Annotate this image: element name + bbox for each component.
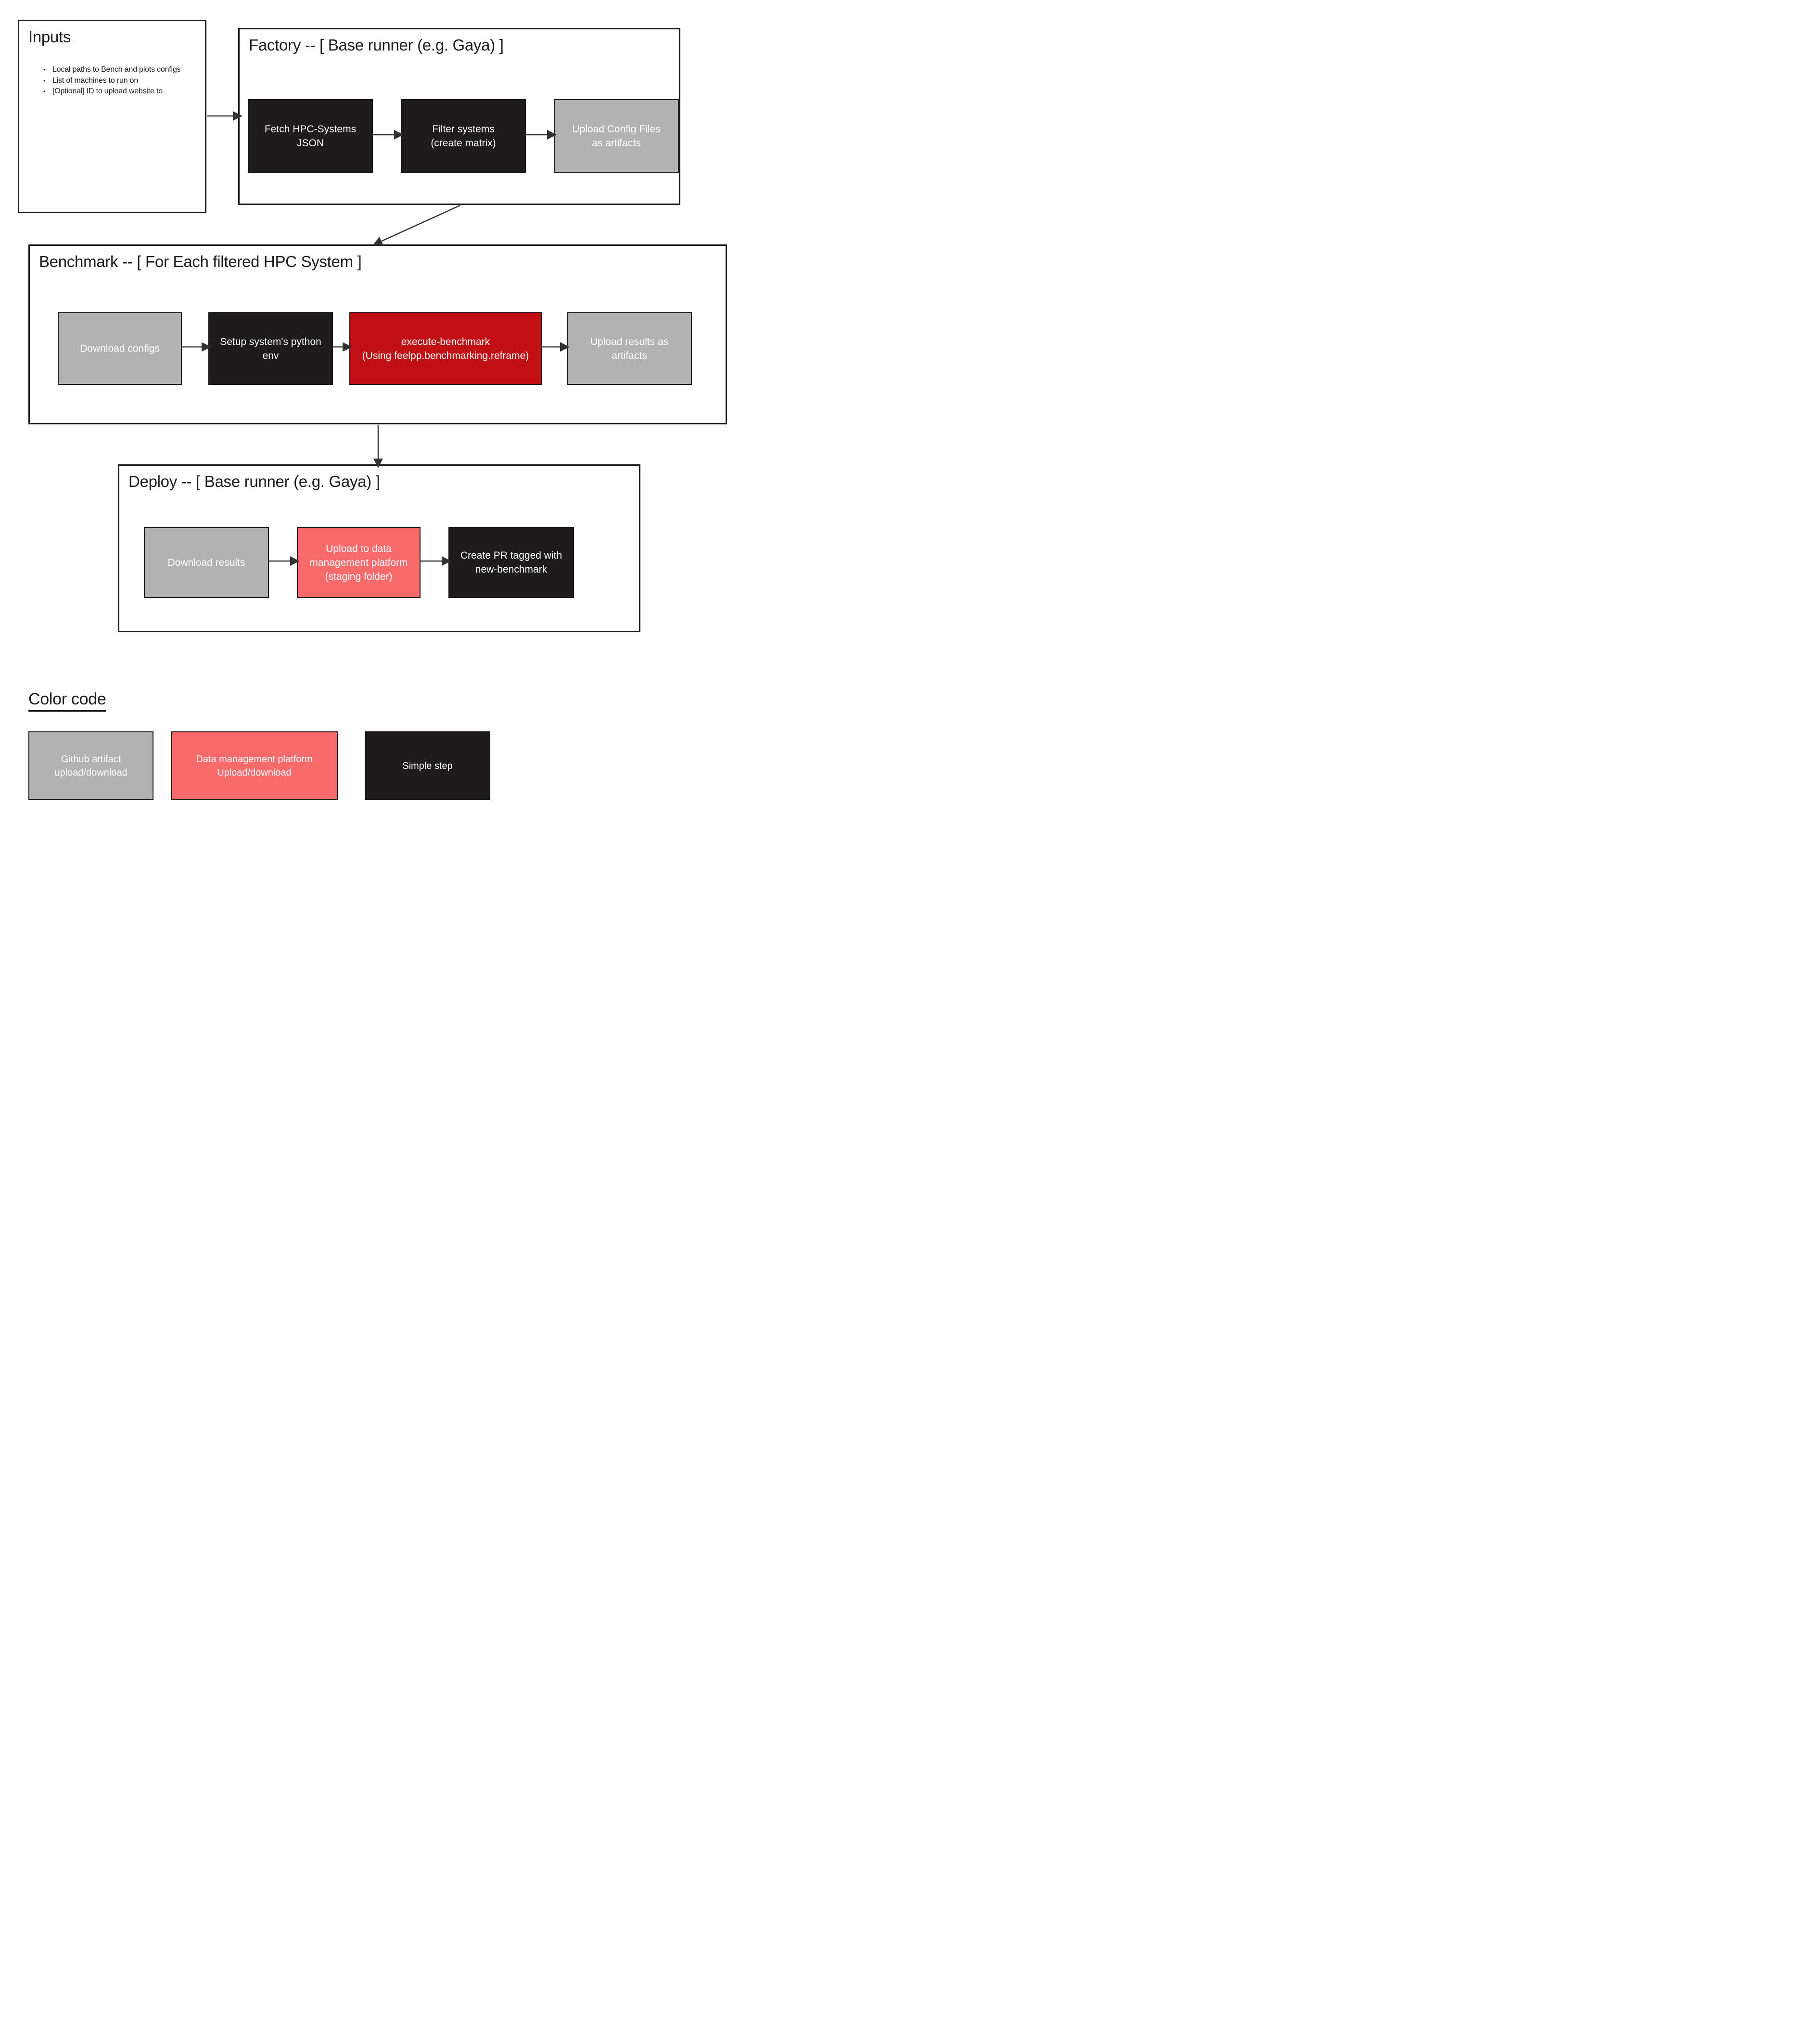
step-upload-config-files: Upload Config Files as artifacts — [554, 99, 679, 173]
deploy-section: Deploy -- [ Base runner (e.g. Gaya) ] Do… — [118, 464, 640, 632]
step-upload-results: Upload results as artifacts — [567, 312, 692, 385]
step-fetch-hpc-systems-json: Fetch HPC-Systems JSON — [248, 99, 373, 173]
benchmark-title: Benchmark -- [ For Each filtered HPC Sys… — [39, 253, 362, 270]
deploy-title: Deploy -- [ Base runner (e.g. Gaya) ] — [128, 473, 380, 490]
legend-simple-step: Simple step — [365, 731, 490, 800]
factory-section: Factory -- [ Base runner (e.g. Gaya) ] F… — [238, 28, 680, 205]
inputs-bullet: Local paths to Bench and plots configs — [43, 64, 181, 76]
step-upload-data-management-platform: Upload to data management platform (stag… — [297, 527, 421, 598]
color-code-heading: Color code — [28, 690, 106, 712]
inputs-section: Inputs Local paths to Bench and plots co… — [18, 20, 206, 213]
step-download-configs: Download configs — [58, 312, 182, 385]
step-download-results: Download results — [144, 527, 269, 598]
factory-title: Factory -- [ Base runner (e.g. Gaya) ] — [249, 36, 504, 54]
inputs-bullet-list: Local paths to Bench and plots configs L… — [43, 64, 181, 97]
step-create-pr: Create PR tagged with new-benchmark — [448, 527, 574, 598]
legend-data-management-platform: Data management platform Upload/download — [171, 731, 338, 800]
step-setup-python-env: Setup system's python env — [208, 312, 333, 385]
inputs-bullet: [Optional] ID to upload website to — [43, 86, 180, 97]
inputs-bullet: List of machines to run on — [43, 76, 180, 87]
step-execute-benchmark: execute-benchmark (Using feelpp.benchmar… — [349, 312, 542, 385]
inputs-title: Inputs — [28, 28, 71, 46]
arrow-factory-to-benchmark — [372, 204, 460, 246]
legend-github-artifact: Github artifact upload/download — [28, 731, 153, 800]
step-filter-systems: Filter systems (create matrix) — [401, 99, 526, 173]
workflow-diagram: Inputs Local paths to Bench and plots co… — [0, 0, 741, 836]
benchmark-section: Benchmark -- [ For Each filtered HPC Sys… — [28, 244, 727, 424]
